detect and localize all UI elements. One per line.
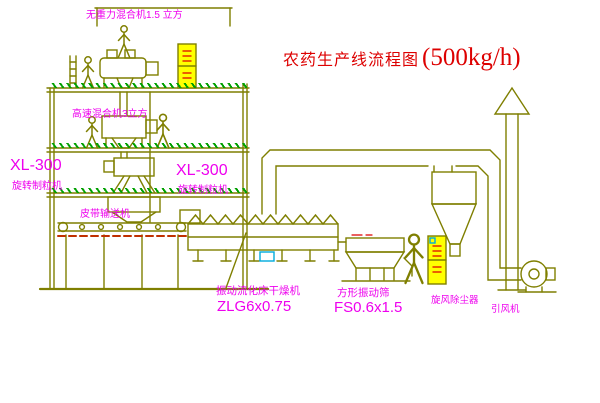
worker-icon <box>404 233 424 285</box>
exhaust-ductwork <box>261 149 522 281</box>
worker-icon <box>117 25 131 58</box>
rotary-granulator <box>103 151 156 194</box>
induced-draft-fan <box>517 260 557 293</box>
granulator-left-model-label: XL-300 <box>10 157 62 174</box>
belt-conveyor <box>57 221 187 290</box>
floor-hatch-low <box>50 188 247 193</box>
cabinet-text-marks <box>182 50 192 79</box>
high-speed-mixer-label: 高速混合机3立方 <box>72 109 148 120</box>
exhaust-stack <box>493 86 531 291</box>
square-vibrating-sieve <box>341 234 413 282</box>
building-structure <box>38 7 270 291</box>
control-cabinet-lower <box>427 235 447 285</box>
fluid-bed-dryer <box>179 209 347 262</box>
fan-label: 引风机 <box>491 304 520 315</box>
control-cabinet-upper <box>177 43 197 89</box>
dryer-motor <box>259 251 275 262</box>
sieve-name-label: 方形振动筛 <box>337 287 390 299</box>
cabinet-text-marks <box>432 245 442 273</box>
granulator-left-name-label: 旋转制粒机 <box>12 181 62 192</box>
belt-conveyor-label: 皮带输送机 <box>80 209 130 220</box>
gravity-mixer-label: 无重力混合机1.5 立方 <box>86 10 183 21</box>
dryer-name-label: 振动流化床干燥机 <box>216 285 300 297</box>
high-speed-mixer <box>101 91 158 149</box>
cyclone-separator <box>430 171 478 257</box>
granulator-mid-name-label: 旋转制粒机 <box>178 185 228 196</box>
dryer-model-label: ZLG6x0.75 <box>217 298 292 315</box>
floor-hatch-mid <box>50 143 247 148</box>
floor-hatch-top <box>50 83 247 88</box>
hopper-bin <box>107 196 161 223</box>
drawing-title: 农药生产线流程图 (500kg/h) <box>283 44 521 72</box>
title-text: 农药生产线流程图 <box>283 52 420 69</box>
cyclone-label: 旋风除尘器 <box>431 295 479 306</box>
granulator-mid-model-label: XL-300 <box>176 162 228 179</box>
title-capacity: (500kg/h) <box>422 44 521 71</box>
sieve-model-label: FS0.6x1.5 <box>334 299 403 316</box>
